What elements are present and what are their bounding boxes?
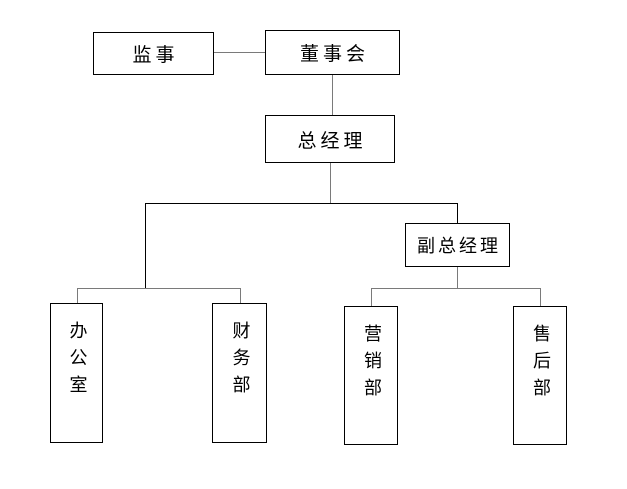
node-office-label: 办公室 bbox=[66, 321, 88, 402]
node-board-label: 董事会 bbox=[299, 43, 369, 65]
connector-deputy-gm-up bbox=[457, 203, 458, 223]
connector-left-sub-horizontal bbox=[77, 288, 241, 289]
connector-marketing-stub bbox=[371, 288, 372, 306]
connector-office-stub bbox=[77, 288, 78, 303]
connector-general-manager-down bbox=[330, 163, 331, 204]
connector-board-general-manager bbox=[332, 75, 333, 115]
node-after-sales-dept: 售后部 bbox=[513, 306, 567, 445]
connector-supervisor-board bbox=[214, 52, 265, 53]
node-aftersales-label: 售后部 bbox=[530, 324, 551, 405]
node-marketing-dept: 营销部 bbox=[344, 306, 398, 445]
node-finance-label: 财务部 bbox=[229, 321, 251, 402]
connector-finance-stub bbox=[240, 288, 241, 303]
node-supervisor-label: 监事 bbox=[132, 44, 179, 66]
connector-left-branch bbox=[145, 203, 146, 288]
node-finance-dept: 财务部 bbox=[212, 303, 267, 443]
node-deputy-general-manager-label: 副总经理 bbox=[417, 236, 501, 257]
connector-deputy-gm-down bbox=[457, 267, 458, 289]
node-general-manager-label: 总经理 bbox=[297, 129, 367, 152]
connector-aftersales-stub bbox=[540, 288, 541, 306]
connector-split-horizontal bbox=[145, 203, 458, 204]
node-marketing-label: 营销部 bbox=[361, 324, 382, 405]
connector-right-sub-horizontal bbox=[371, 288, 541, 289]
node-supervisor: 监事 bbox=[93, 32, 214, 75]
node-general-manager: 总经理 bbox=[265, 115, 395, 163]
node-office: 办公室 bbox=[50, 303, 103, 443]
node-deputy-general-manager: 副总经理 bbox=[405, 223, 510, 267]
node-board-of-directors: 董事会 bbox=[265, 30, 400, 75]
